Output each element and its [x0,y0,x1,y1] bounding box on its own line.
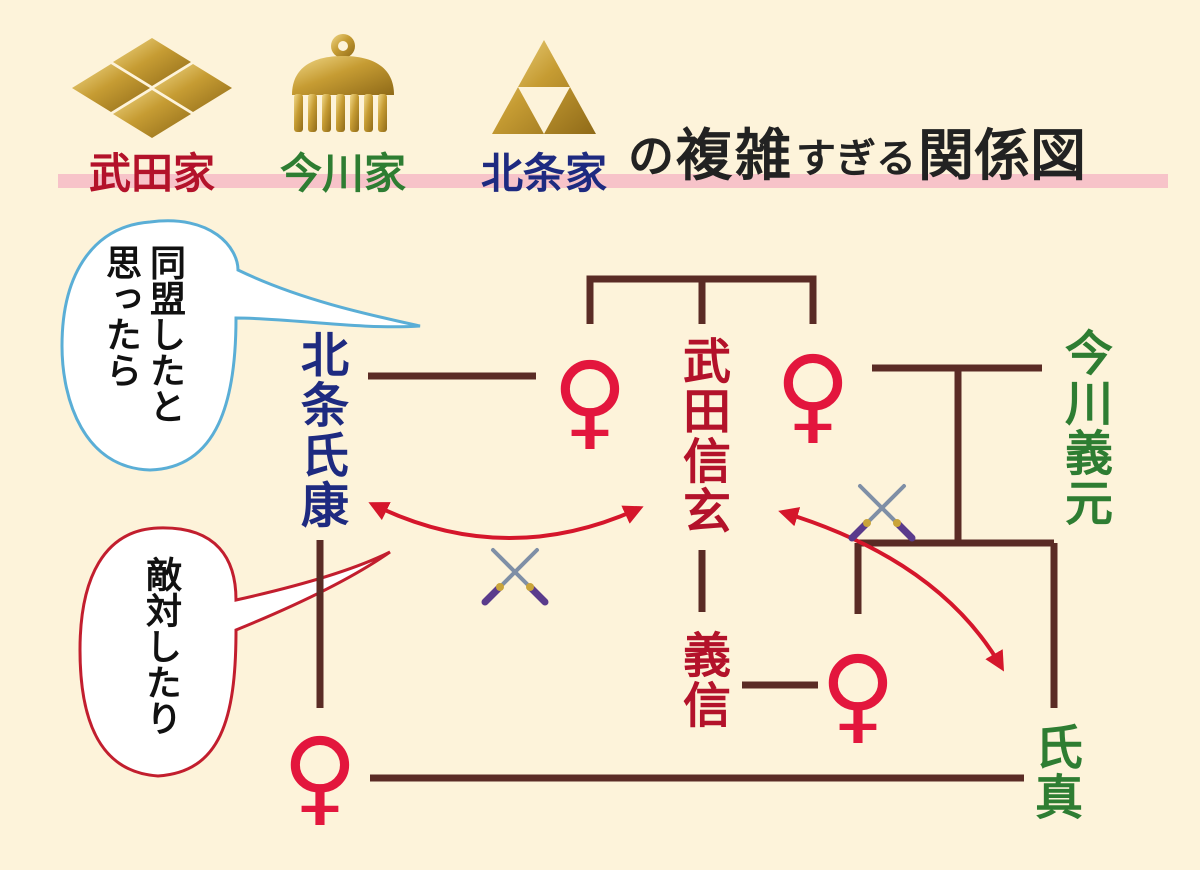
person-ujizane: 氏真 [1026,722,1082,822]
female-icon: ♀ [820,633,896,755]
title-no: の [628,129,674,183]
hojo-takeda-conflict-arrow [368,502,644,541]
family-label-imagawa: 今川家 [280,149,406,198]
takeda-imagawa-conflict-arrow [778,507,1004,672]
page-title: の 複 雑 すぎる 関係図 [628,124,1086,189]
conflict-arrows [368,502,1004,672]
crossed-swords-icon [848,484,916,542]
female-icon: ♀ [552,339,628,461]
family-label-takeda: 武田家 [89,149,215,198]
person-imagawa-yoshimoto: 今川義元 [1056,328,1112,528]
crossed-swords-icon [481,548,549,606]
hojo-triangle-crest-icon [492,40,596,134]
alliance-bubble [60,219,421,472]
person-hojo-ujiyasu: 北条氏康 [292,330,348,530]
female-icon: ♀ [775,333,851,455]
person-takeda-shingen: 武田信玄 [674,336,730,536]
title-zatsu: 雑 [734,124,791,189]
title-sugiru: すぎる [796,136,916,182]
female-icon: ♀ [282,715,358,837]
takeda-hishi-crest-icon [72,38,232,138]
title-kankeizu: 関係図 [918,124,1086,189]
enmity-bubble-text: 敵対したり [140,556,181,736]
imagawa-comb-crest-icon [292,34,394,132]
person-yoshinobu: 義信 [674,630,730,730]
title-fuku: 複 [676,124,733,189]
family-label-hojo: 北条家 [481,149,607,198]
enmity-bubble [78,526,391,778]
title-underline [58,174,1168,188]
alliance-bubble-text: 同盟したと思ったら [100,244,185,424]
